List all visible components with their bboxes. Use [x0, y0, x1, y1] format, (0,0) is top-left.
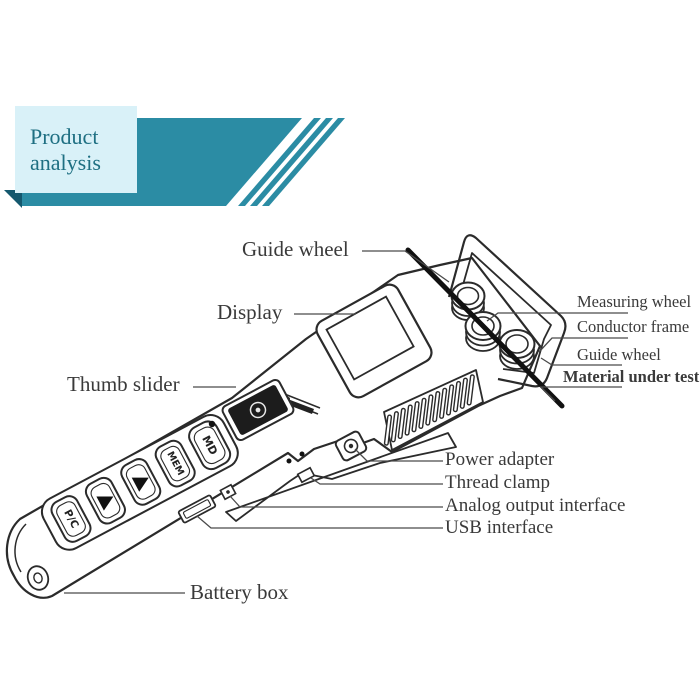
vent-slat [390, 411, 399, 443]
slider-knob-icon [249, 401, 267, 419]
vent-slat [404, 404, 413, 436]
guide-wheel-right-part [498, 329, 536, 370]
leader-usb-interface [196, 515, 443, 529]
battery-cover-seam [14, 523, 27, 573]
banner-stripe-2 [250, 118, 333, 206]
vent-slats [383, 374, 475, 446]
vent-slat [397, 407, 406, 440]
banner-fold [4, 190, 22, 208]
leader-material-under-test [539, 386, 622, 402]
plate-screw-dot [286, 458, 292, 464]
leader-guide-wheel-right [540, 357, 622, 366]
vent-slat [432, 391, 441, 423]
thread-clamp-part [296, 466, 316, 484]
label-analog-output: Analog output interface [445, 495, 626, 516]
plate-screw-dot [299, 451, 305, 457]
arrow-button-2 [120, 458, 162, 506]
banner-ribbon [4, 106, 345, 208]
leader-lines [64, 250, 628, 594]
vent-slat [418, 397, 427, 429]
label-thumb-slider: Thumb slider [67, 372, 180, 396]
leader-thread-clamp [310, 477, 443, 485]
title-box: Product analysis [15, 106, 137, 193]
mounting-plate [225, 432, 457, 522]
leader-guide-wheel-top [362, 250, 450, 283]
label-material-under-test: Material under test [563, 367, 700, 386]
vent-slat [445, 384, 455, 416]
label-conductor-frame: Conductor frame [577, 317, 690, 336]
banner-stripe-3 [262, 118, 345, 206]
up-arrow-icon [131, 477, 149, 492]
leader-power-adapter [354, 448, 443, 462]
material-under-test-wire [405, 247, 565, 409]
usb-port [177, 494, 217, 524]
indicator-dot [208, 420, 216, 428]
vent-slat [459, 377, 468, 409]
vent-slat [439, 387, 448, 419]
title-line-1: Product [30, 123, 99, 149]
title-line-2: analysis [30, 149, 101, 175]
label-display: Display [217, 300, 283, 324]
mem-button: MEM [154, 439, 196, 488]
vent-slat [383, 414, 393, 446]
leader-measuring-wheel [486, 312, 628, 322]
pc-button: P/C [50, 495, 92, 543]
vent-grille [383, 369, 484, 451]
display-screen [325, 295, 415, 381]
label-usb-interface: USB interface [445, 517, 554, 538]
vent-slat [466, 374, 475, 406]
vent-slat [411, 401, 420, 433]
arrow-button-1 [84, 476, 126, 525]
label-thread-clamp: Thread clamp [445, 472, 550, 493]
label-power-adapter: Power adapter [445, 449, 555, 470]
banner-stripe-1 [238, 118, 321, 206]
label-battery-box: Battery box [190, 580, 289, 604]
label-measuring-wheel: Measuring wheel [577, 292, 692, 311]
vent-slat [452, 380, 462, 413]
display-part [315, 283, 433, 399]
leader-analog-output [229, 495, 443, 508]
label-guide-wheel-top: Guide wheel [242, 237, 349, 261]
md-button: MD [188, 420, 232, 471]
title-box-bg [15, 106, 137, 193]
label-guide-wheel-right: Guide wheel [577, 345, 661, 364]
battery-box-part [26, 565, 50, 591]
thumb-slider-part [221, 378, 295, 442]
up-arrow-icon [96, 496, 114, 511]
measuring-wheel-part [464, 311, 502, 352]
vent-slat [425, 394, 434, 426]
leader-conductor-frame [538, 337, 628, 353]
keypad: P/C MEM MD [40, 414, 239, 551]
